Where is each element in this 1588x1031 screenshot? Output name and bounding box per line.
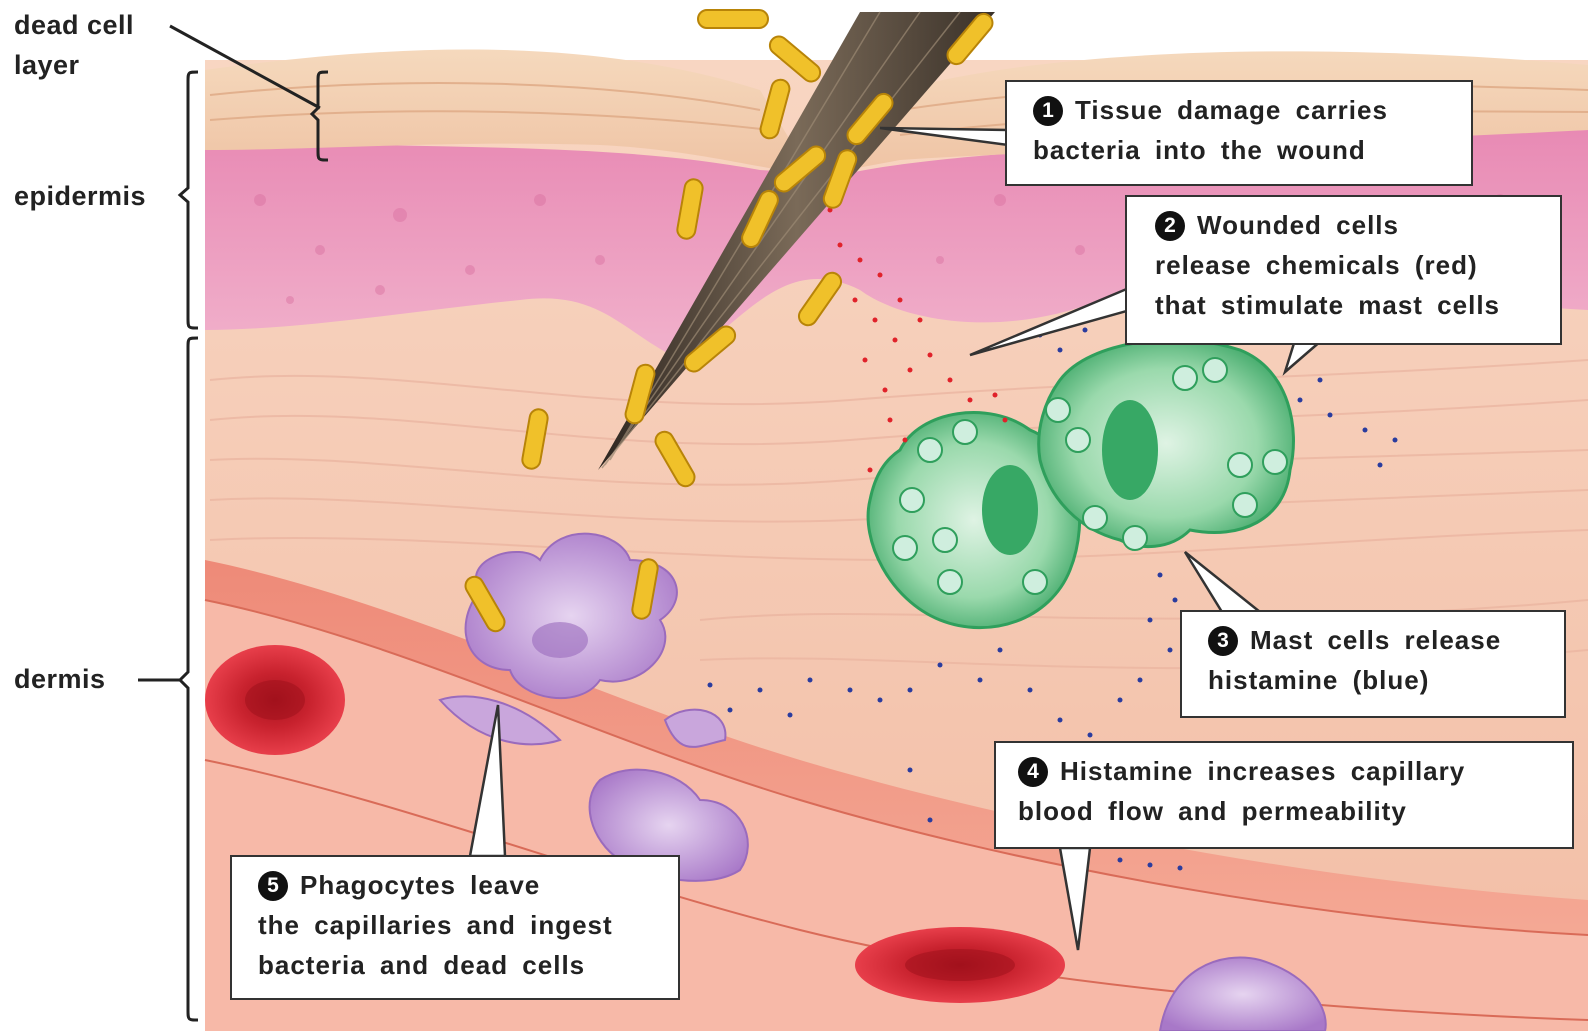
step-2-line-3: that stimulate mast cells <box>1155 285 1546 325</box>
step-5-line-1: 5 Phagocytes leave <box>258 865 664 905</box>
step-4-line-1: 4 Histamine increases capillary <box>1018 751 1558 791</box>
step-1-line-1: 1 Tissue damage carries <box>1033 90 1457 130</box>
step-5-line-3: bacteria and dead cells <box>258 945 664 985</box>
callout-step-5: 5 Phagocytes leave the capillaries and in… <box>230 855 680 1000</box>
step-2-number: 2 <box>1155 211 1185 241</box>
dead-cell-layer-line-2: layer <box>14 45 134 85</box>
mast-cell-icon <box>1039 340 1294 550</box>
red-blood-cell-icon <box>855 927 1065 1003</box>
step-1-number: 1 <box>1033 96 1063 126</box>
step-3-number: 3 <box>1208 626 1238 656</box>
dermis-label: dermis <box>14 659 106 699</box>
dead-cell-layer-label: dead cell layer <box>14 5 134 85</box>
step-4-text-1: Histamine increases capillary <box>1060 756 1465 786</box>
callout-step-2: 2 Wounded cells release chemicals (red) t… <box>1125 195 1562 345</box>
step-3-text-1: Mast cells release <box>1250 625 1501 655</box>
dead-cell-layer-line-1: dead cell <box>14 5 134 45</box>
step-3-line-2: histamine (blue) <box>1208 660 1550 700</box>
step-5-text-1: Phagocytes leave <box>300 870 540 900</box>
bacterium-icon <box>698 10 768 28</box>
step-2-line-1: 2 Wounded cells <box>1155 205 1546 245</box>
step-1-text-1: Tissue damage carries <box>1075 95 1388 125</box>
step-5-line-2: the capillaries and ingest <box>258 905 664 945</box>
step-4-number: 4 <box>1018 757 1048 787</box>
callout-step-3: 3 Mast cells release histamine (blue) <box>1180 610 1566 718</box>
step-2-text-1: Wounded cells <box>1197 210 1399 240</box>
callout-step-4: 4 Histamine increases capillary blood flo… <box>994 741 1574 849</box>
callout-step-1: 1 Tissue damage carries bacteria into the… <box>1005 80 1473 186</box>
epidermis-label: epidermis <box>14 176 146 216</box>
red-blood-cell-icon <box>205 645 345 755</box>
step-2-line-2: release chemicals (red) <box>1155 245 1546 285</box>
step-5-number: 5 <box>258 871 288 901</box>
step-1-line-2: bacteria into the wound <box>1033 130 1457 170</box>
step-4-line-2: blood flow and permeability <box>1018 791 1558 831</box>
step-3-line-1: 3 Mast cells release <box>1208 620 1550 660</box>
